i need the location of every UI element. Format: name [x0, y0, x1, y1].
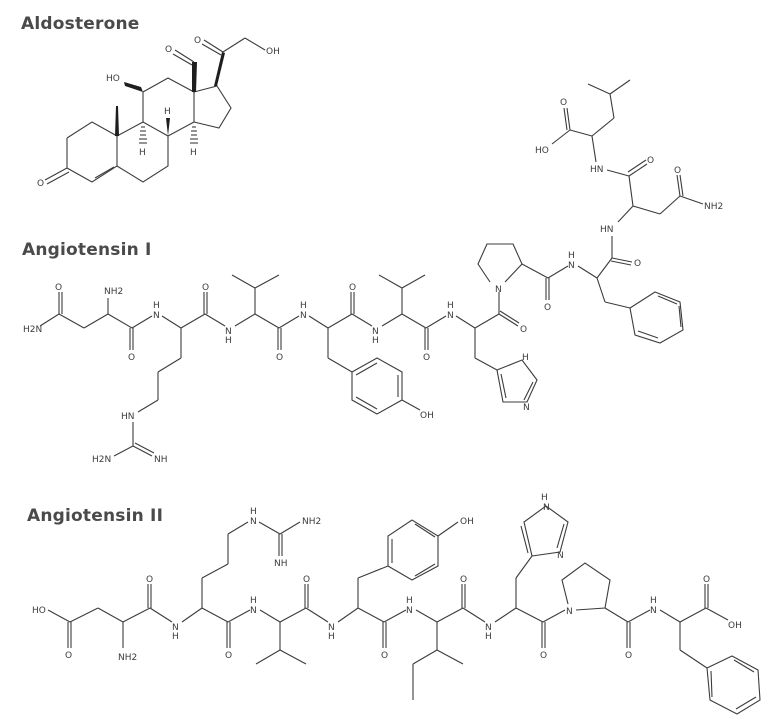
ang1-ile-o: O: [423, 353, 430, 363]
ang1-arg-h2n: H2N: [92, 455, 111, 465]
ang1-tyr-o: O: [349, 283, 356, 293]
ang2-asp-nh2: NH2: [118, 653, 137, 663]
ang1-tyr-h: H: [300, 301, 307, 311]
aldo-h9: H: [139, 148, 146, 158]
ang2-asp-ho: HO: [32, 606, 46, 616]
ang2-phe-o: O: [703, 575, 710, 585]
ang1-phe-n: N: [568, 261, 575, 271]
ang1-leu-ho: HO: [535, 146, 549, 156]
ang1-ile-h: H: [372, 336, 379, 346]
aldo-side-oh: OH: [266, 47, 280, 57]
ang1-val1-h: H: [225, 336, 232, 346]
ang1-leu-o: O: [560, 98, 567, 108]
ang1-arg-imine: NH: [154, 455, 168, 465]
ang2-asp-o: O: [65, 651, 72, 661]
ang2-pro-o: O: [625, 651, 632, 661]
ang2-arg-nh2: NH2: [302, 517, 321, 527]
ang1-asn2-nh2: NH2: [704, 202, 723, 212]
ang2-arg-side-n: N: [250, 517, 257, 527]
ang2-ile-o: O: [460, 575, 467, 585]
ang1-asn-h2n: H2N: [23, 325, 42, 335]
ang2-phe-h: H: [650, 596, 657, 606]
ang2-phe-oh: OH: [728, 621, 742, 631]
aldosterone-title: Aldosterone: [21, 14, 140, 34]
ang2-his-ring-n2: N: [557, 551, 564, 561]
aldo-aldehyde-o: O: [165, 45, 172, 55]
ang2-his-n: N: [485, 623, 492, 633]
ang1-his-ring-n2: N: [523, 403, 530, 413]
ang1-leu-hn: HN: [590, 165, 604, 175]
ang2-arg-o: O: [225, 651, 232, 661]
aldo-ketone-o: O: [37, 179, 44, 189]
angiotensin-1-structure: H2N O NH2 O H N HN H2N NH O N H: [23, 79, 723, 465]
ang2-tyr-n: N: [328, 623, 335, 633]
ang1-tyr-n: N: [300, 311, 307, 321]
angiotensin-2-structure: HO O NH2 O N H H N NH2 NH O H N: [32, 493, 761, 715]
ang1-pro-n: N: [495, 285, 502, 295]
ang2-arg-h: H: [172, 632, 179, 642]
aldo-h14: H: [190, 148, 197, 158]
ang1-phe-o: O: [634, 259, 641, 269]
ang1-arg-nh: H: [153, 301, 160, 311]
ang2-val-o: O: [303, 575, 310, 585]
ang2-his-o: O: [540, 651, 547, 661]
ang2-phe-n: N: [650, 606, 657, 616]
ang2-ile-h: H: [406, 596, 413, 606]
ang1-his-n: N: [447, 311, 454, 321]
ang2-tyr-o: O: [381, 651, 388, 661]
aldo-c11-ho: HO: [106, 74, 120, 84]
ang2-tyr-h: H: [328, 632, 335, 642]
ang1-his2-o: O: [647, 156, 654, 166]
ang1-pro-o: O: [544, 303, 551, 313]
ang2-arg-side-h: H: [250, 507, 257, 517]
ang2-his-h: H: [485, 632, 492, 642]
ang1-asn-nh2: NH2: [104, 287, 123, 297]
ang1-arg-n: N: [153, 311, 160, 321]
angiotensin-1-title: Angiotensin I: [22, 240, 152, 260]
ang1-his-h: H: [447, 301, 454, 311]
ang2-ile-n: N: [406, 606, 413, 616]
angiotensin-2-title: Angiotensin II: [27, 506, 164, 526]
aldosterone-structure: O HO H H H O O OH: [37, 36, 280, 189]
aldo-side-o: O: [194, 36, 201, 46]
ang1-arg-o: O: [202, 283, 209, 293]
ang2-his-ring-n1: N: [543, 503, 550, 513]
ang1-asn-o: O: [55, 283, 62, 293]
aldo-h8: H: [164, 107, 171, 117]
ang2-pro-n: N: [566, 607, 573, 617]
ang2-arg-n: N: [172, 623, 179, 633]
ang1-phe-h: H: [568, 251, 575, 261]
ang1-his-o: O: [520, 325, 527, 335]
ang2-his-ring-h: H: [541, 493, 548, 503]
ang2-asp-amide-o: O: [146, 575, 153, 585]
ang2-tyr-oh: OH: [460, 517, 474, 527]
ang1-asn2-o: O: [674, 166, 681, 176]
ang1-val1-n: N: [225, 327, 232, 337]
ang1-val1-o: O: [276, 353, 283, 363]
ang2-val-n: N: [250, 606, 257, 616]
ang1-tyr-oh: OH: [420, 411, 434, 421]
ang2-arg-imine: NH: [274, 559, 288, 569]
ang2-val-h: H: [250, 596, 257, 606]
ang1-ile-n: N: [372, 327, 379, 337]
ang1-amide1-o: O: [128, 353, 135, 363]
ang1-arg-hn: HN: [121, 412, 135, 422]
ang1-his-ring-nh: H: [522, 353, 529, 363]
ang1-his2-hn: HN: [600, 225, 614, 235]
